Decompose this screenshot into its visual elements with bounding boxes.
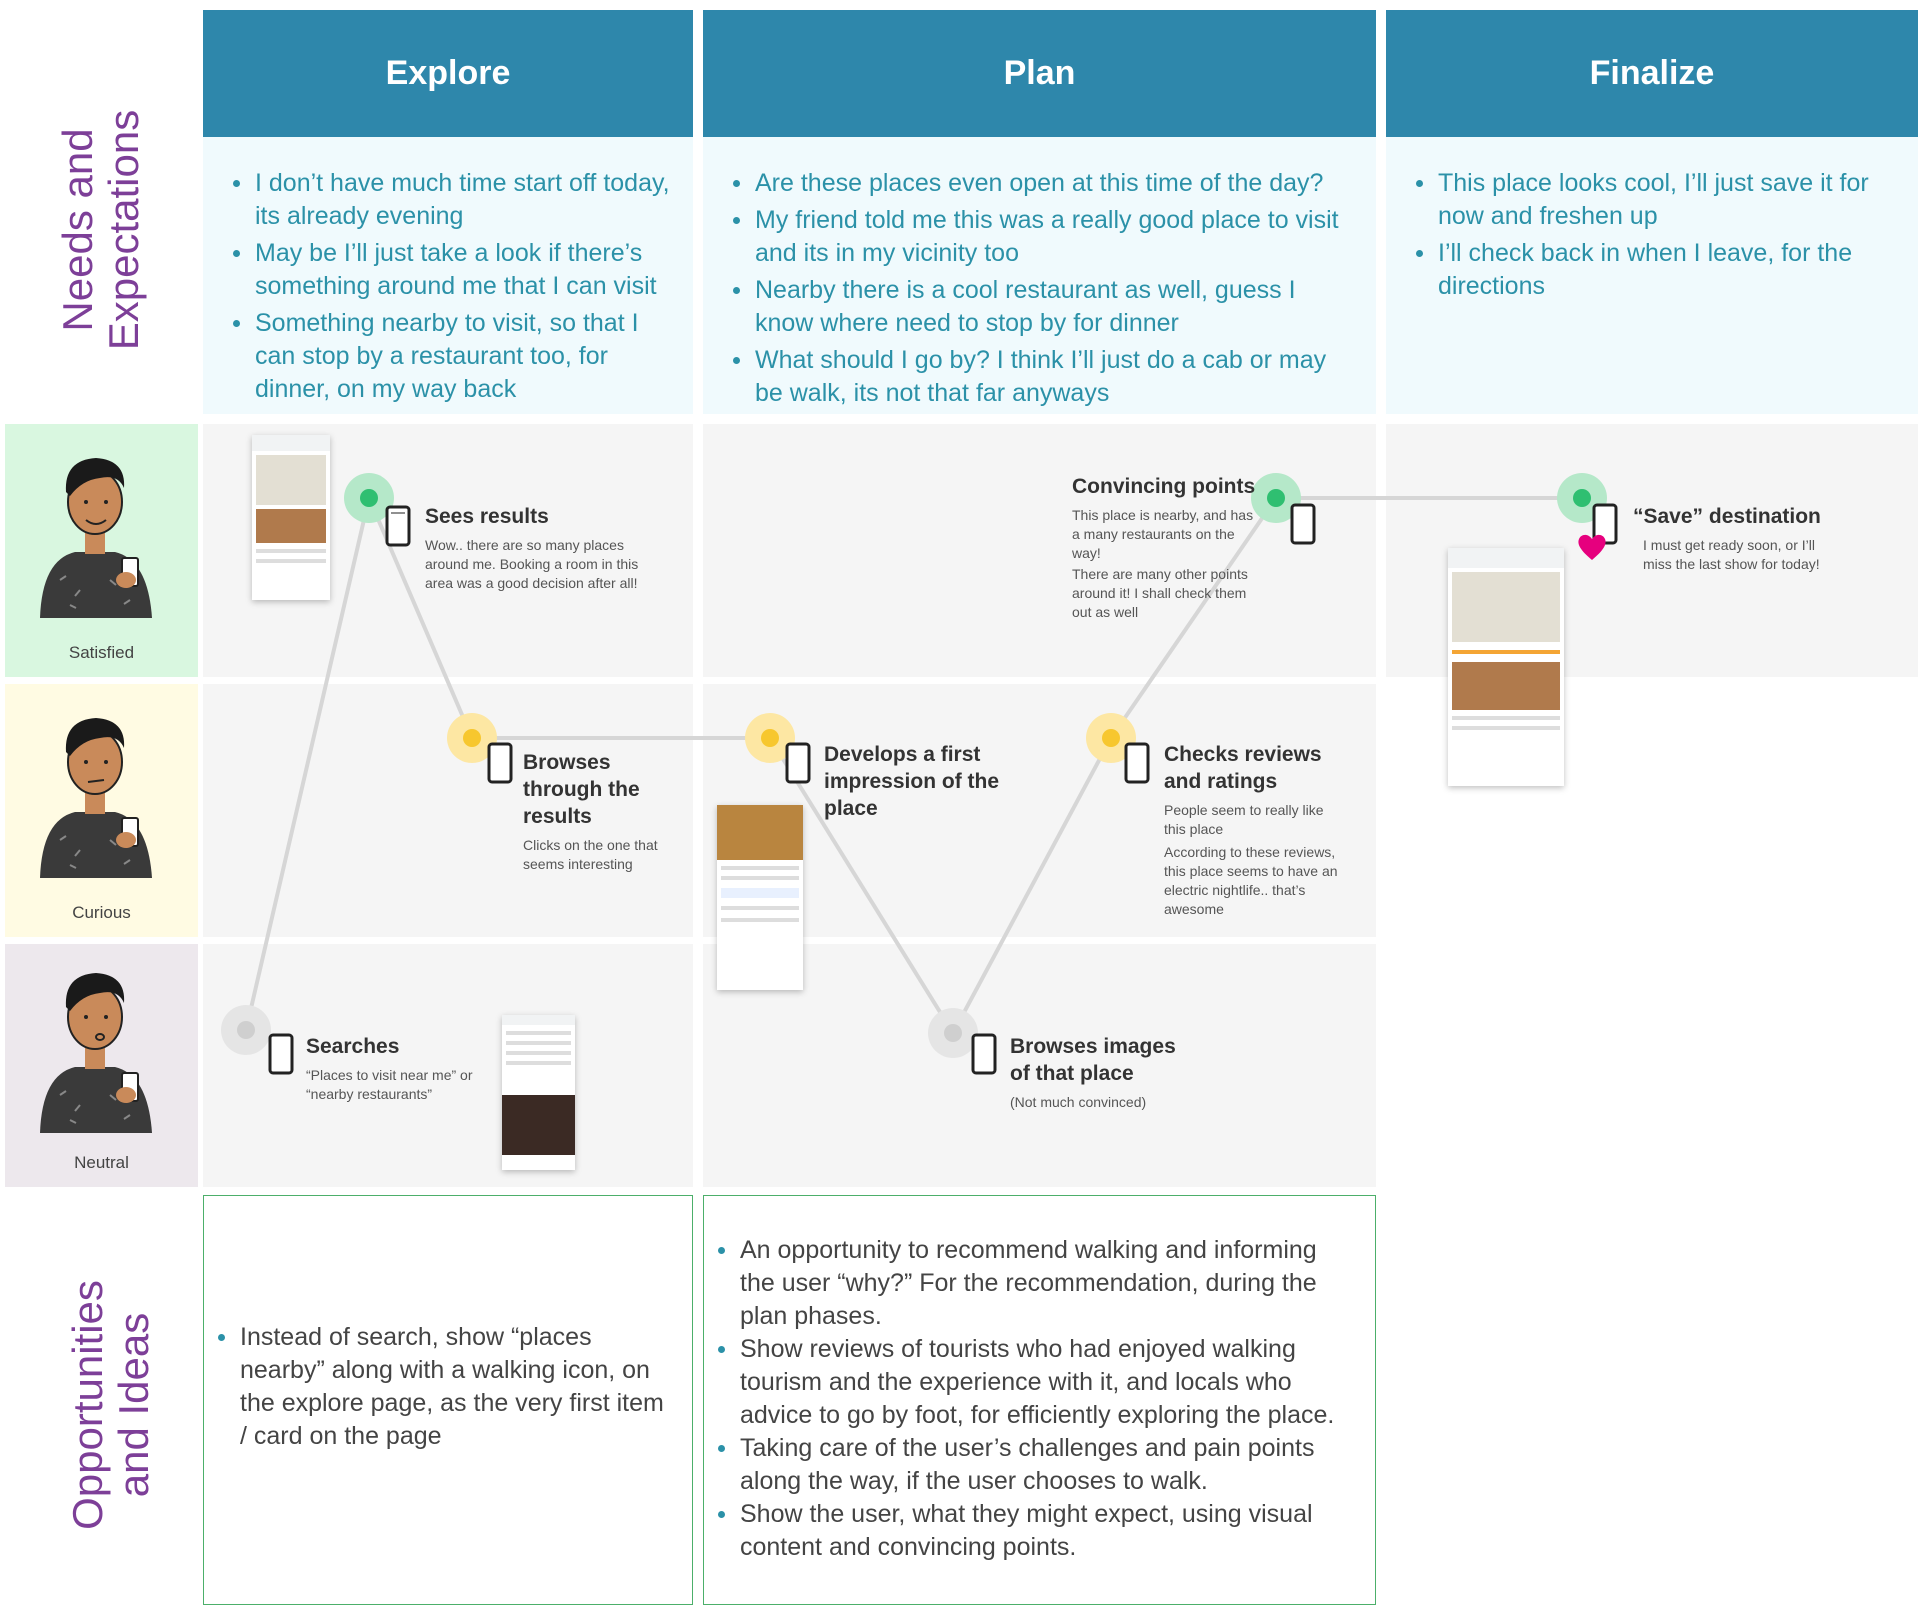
- emotion-label: Curious: [72, 903, 131, 922]
- journey-cell: [203, 684, 693, 937]
- node-sees-results: [344, 473, 394, 523]
- step-desc: Wow.. there are so many places around me…: [425, 537, 639, 591]
- step-title: Searches: [306, 1035, 400, 1058]
- list-item: This place looks cool, I’ll just save it…: [1412, 167, 1900, 233]
- opportunities-plan: An opportunity to recommend walking and …: [703, 1195, 1376, 1605]
- step-save-destination: “Save” destination I must get ready soon…: [1633, 503, 1833, 574]
- step-desc: People seem to really like this place: [1164, 802, 1324, 837]
- list-item: Show reviews of tourists who had enjoyed…: [714, 1333, 1357, 1432]
- journey-segment: [1109, 496, 1278, 740]
- heart-icon: [1578, 534, 1606, 560]
- phone-icon: [385, 505, 411, 547]
- place-screenshot: [717, 805, 803, 990]
- step-title: Convincing points: [1072, 475, 1256, 498]
- node-first-impression: [745, 713, 795, 763]
- step-desc: Clicks on the one that seems interesting: [523, 837, 658, 872]
- phone-icon: [268, 1033, 294, 1075]
- list-item: I don’t have much time start off today, …: [229, 167, 675, 233]
- step-desc: There are many other points around it! I…: [1072, 566, 1248, 620]
- phase-header-plan: Plan: [703, 10, 1376, 137]
- step-title: “Save” destination: [1633, 505, 1821, 528]
- journey-segment: [951, 737, 1113, 1034]
- step-searches: Searches “Places to visit near me” or “n…: [306, 1033, 506, 1104]
- step-desc: According to these reviews, this place s…: [1164, 844, 1338, 917]
- step-first-impression: Develops a first impression of the place: [824, 741, 1014, 822]
- node-checks-reviews: [1086, 713, 1136, 763]
- step-checks-reviews: Checks reviews and ratings People seem t…: [1164, 741, 1344, 919]
- emotion-label: Neutral: [74, 1153, 129, 1172]
- node-searches: [221, 1005, 271, 1055]
- saved-screenshot: [1448, 548, 1564, 786]
- phone-icon: [487, 742, 513, 784]
- phone-icon: [785, 742, 811, 784]
- step-browses-images: Browses images of that place (Not much c…: [1010, 1033, 1200, 1112]
- emotion-label: Satisfied: [68, 643, 135, 662]
- step-desc: (Not much convinced): [1010, 1094, 1147, 1110]
- list-item: May be I’ll just take a look if there’s …: [229, 237, 675, 303]
- journey-segment: [768, 736, 955, 1035]
- journey-cell: [703, 944, 1376, 1187]
- phase-title: Finalize: [1589, 54, 1715, 92]
- results-screenshot: [252, 435, 330, 600]
- node-browses-results: [447, 713, 497, 763]
- step-title: Browses images of that place: [1010, 1035, 1176, 1085]
- list-item: I’ll check back in when I leave, for the…: [1412, 237, 1900, 303]
- step-sees-results: Sees results Wow.. there are so many pla…: [425, 503, 655, 593]
- opportunities-side-label: Opportunities and Ideas: [64, 1280, 157, 1530]
- opportunities-explore: Instead of search, show “places nearby” …: [203, 1195, 693, 1605]
- journey-cell: [703, 424, 1376, 677]
- phone-icon: [1124, 742, 1150, 784]
- phone-icon: [1290, 503, 1316, 545]
- list-item: Show the user, what they might expect, u…: [714, 1498, 1357, 1564]
- phone-icon: [971, 1033, 997, 1075]
- phase-title: Explore: [385, 54, 511, 92]
- list-item: My friend told me this was a really good…: [729, 204, 1358, 270]
- step-desc: This place is nearby, and has a many res…: [1072, 507, 1254, 561]
- step-title: Checks reviews and ratings: [1164, 743, 1322, 793]
- person-avatar: [40, 718, 152, 878]
- step-title: Sees results: [425, 505, 549, 528]
- journey-segment: [244, 497, 371, 1031]
- node-browses-images: [928, 1008, 978, 1058]
- step-title: Browses through the results: [523, 751, 640, 828]
- list-item: Instead of search, show “places nearby” …: [214, 1321, 674, 1453]
- person-avatar: [40, 973, 152, 1133]
- phase-title: Plan: [1003, 54, 1076, 92]
- needs-explore: I don’t have much time start off today, …: [203, 137, 693, 414]
- person-avatar: [40, 458, 152, 618]
- node-convincing-points: [1251, 473, 1301, 523]
- needs-finalize: This place looks cool, I’ll just save it…: [1386, 137, 1918, 414]
- phase-header-explore: Explore: [203, 10, 693, 137]
- phase-header-finalize: Finalize: [1386, 10, 1918, 137]
- step-browses-results: Browses through the results Clicks on th…: [523, 749, 693, 874]
- list-item: Something nearby to visit, so that I can…: [229, 307, 675, 406]
- list-item: Nearby there is a cool restaurant as wel…: [729, 274, 1358, 340]
- needs-plan: Are these places even open at this time …: [703, 137, 1376, 414]
- step-title: Develops a first impression of the place: [824, 743, 1000, 820]
- list-item: What should I go by? I think I’ll just d…: [729, 344, 1358, 410]
- list-item: Are these places even open at this time …: [729, 167, 1358, 200]
- step-desc: I must get ready soon, or I’ll miss the …: [1643, 537, 1820, 572]
- step-convincing-points: Convincing points This place is nearby, …: [1072, 473, 1257, 622]
- step-desc: “Places to visit near me” or “nearby res…: [306, 1067, 473, 1102]
- search-screenshot: [502, 1015, 575, 1170]
- list-item: Taking care of the user’s challenges and…: [714, 1432, 1357, 1498]
- list-item: An opportunity to recommend walking and …: [714, 1234, 1357, 1333]
